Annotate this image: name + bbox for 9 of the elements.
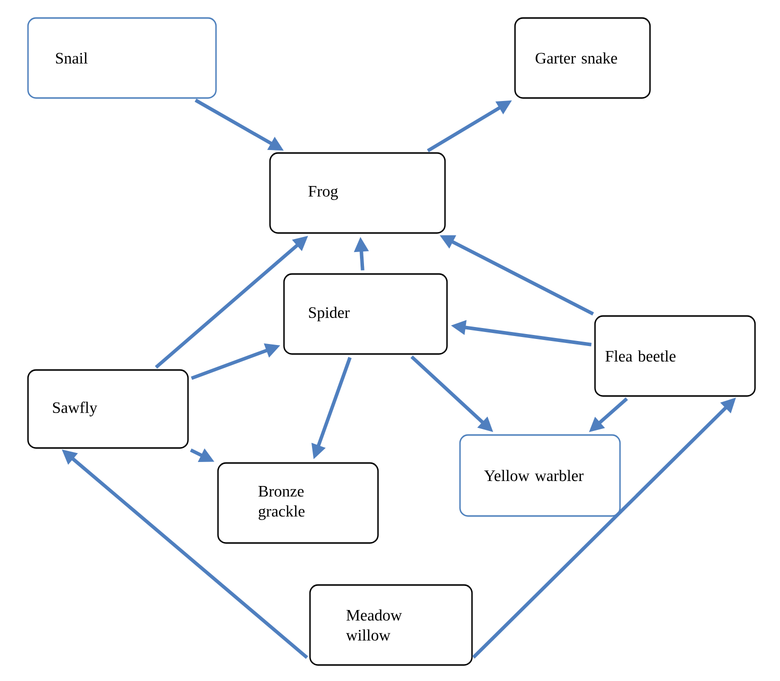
species-box: Snail — [27, 17, 217, 99]
species-box: Yellow warbler — [459, 434, 621, 517]
species-box: Flea beetle — [594, 315, 756, 397]
species-box: Garter snake — [514, 17, 651, 99]
species-box: Sawfly — [27, 369, 189, 449]
species-box: Meadow willow — [309, 584, 473, 666]
species-box: Bronze grackle — [217, 462, 379, 544]
species-box: Frog — [269, 152, 446, 234]
species-box: Spider — [283, 273, 448, 355]
